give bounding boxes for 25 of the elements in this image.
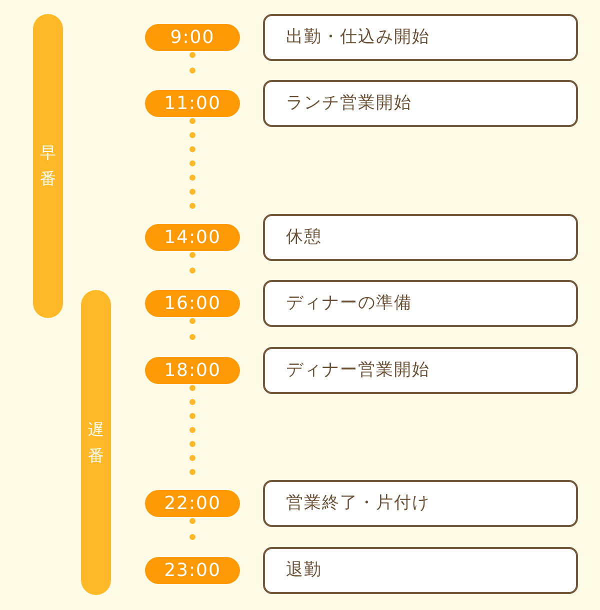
shift-bar [33, 14, 63, 318]
event-box [263, 14, 578, 61]
event-box [263, 347, 578, 394]
event-label: ランチ営業開始 [286, 93, 412, 114]
event-label: 営業終了・片付け [286, 493, 430, 514]
event-label: 休憩 [286, 227, 322, 248]
time-pill: 16:00 [145, 290, 240, 317]
event-box [263, 480, 578, 527]
event-box [263, 547, 578, 594]
event-label: 出勤・仕込み開始 [286, 27, 430, 48]
time-pill: 23:00 [145, 557, 240, 584]
event-label: ディナーの準備 [286, 293, 412, 314]
event-label: 退勤 [286, 560, 322, 581]
time-pill: 22:00 [145, 490, 240, 517]
time-pill: 14:00 [145, 224, 240, 251]
event-box [263, 280, 578, 327]
time-pill: 18:00 [145, 357, 240, 384]
time-pill: 11:00 [145, 90, 240, 117]
shift-bar [81, 290, 111, 595]
event-box [263, 214, 578, 261]
shift-label: 遅番 [88, 418, 104, 466]
time-pill: 9:00 [145, 24, 240, 51]
event-label: ディナー営業開始 [286, 360, 430, 381]
shift-label: 早番 [40, 142, 56, 190]
event-box [263, 80, 578, 127]
